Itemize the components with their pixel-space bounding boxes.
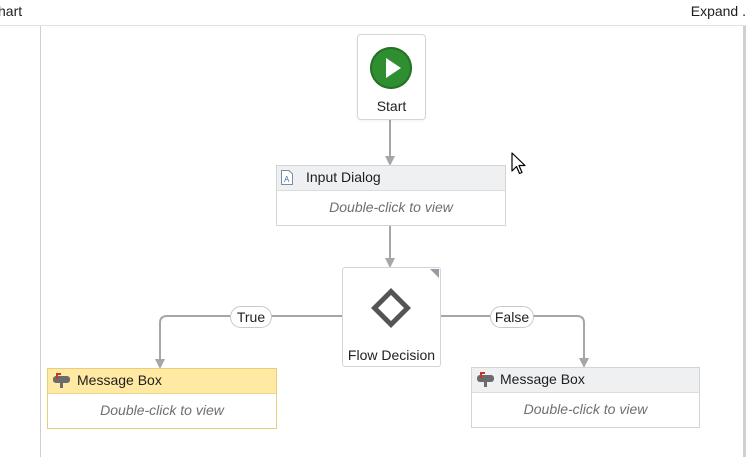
mailbox-icon bbox=[52, 373, 72, 393]
mailbox-icon bbox=[476, 372, 496, 392]
start-label: Start bbox=[376, 98, 407, 114]
decision-corner-marker bbox=[430, 269, 439, 278]
message-box-false-header[interactable]: Message Box bbox=[472, 368, 699, 393]
message-box-true-activity[interactable]: Message Box Double-click to view bbox=[47, 368, 277, 429]
diamond-icon bbox=[369, 286, 413, 335]
message-box-false-title: Message Box bbox=[500, 371, 585, 387]
play-icon bbox=[370, 47, 412, 89]
connector-false-branch[interactable] bbox=[439, 315, 589, 368]
mouse-pointer-icon bbox=[511, 152, 527, 181]
flowchart-title: hart bbox=[0, 3, 23, 19]
message-box-true-body: Double-click to view bbox=[100, 402, 224, 418]
true-branch-label[interactable]: True bbox=[230, 306, 272, 328]
message-box-false-activity[interactable]: Message Box Double-click to view bbox=[471, 367, 700, 428]
connector-true-branch[interactable] bbox=[155, 315, 342, 369]
start-node[interactable]: Start bbox=[357, 34, 426, 120]
message-box-false-body: Double-click to view bbox=[523, 401, 648, 417]
svg-text:A: A bbox=[284, 175, 290, 184]
input-dialog-activity[interactable]: A Input Dialog Double-click to view bbox=[276, 165, 506, 226]
input-dialog-header[interactable]: A Input Dialog bbox=[277, 166, 505, 191]
input-dialog-icon: A bbox=[281, 170, 293, 190]
message-box-true-title: Message Box bbox=[77, 372, 162, 388]
input-dialog-title: Input Dialog bbox=[306, 169, 381, 185]
flow-decision-label: Flow Decision bbox=[347, 347, 436, 363]
expand-all-link[interactable]: Expand . bbox=[690, 3, 746, 19]
false-branch-label[interactable]: False bbox=[490, 306, 534, 328]
canvas-right-edge bbox=[743, 26, 746, 457]
flow-decision-node[interactable]: Flow Decision bbox=[342, 267, 441, 367]
designer-header: hart Expand . bbox=[0, 0, 746, 26]
input-dialog-body: Double-click to view bbox=[329, 199, 453, 215]
message-box-true-header[interactable]: Message Box bbox=[48, 369, 276, 394]
